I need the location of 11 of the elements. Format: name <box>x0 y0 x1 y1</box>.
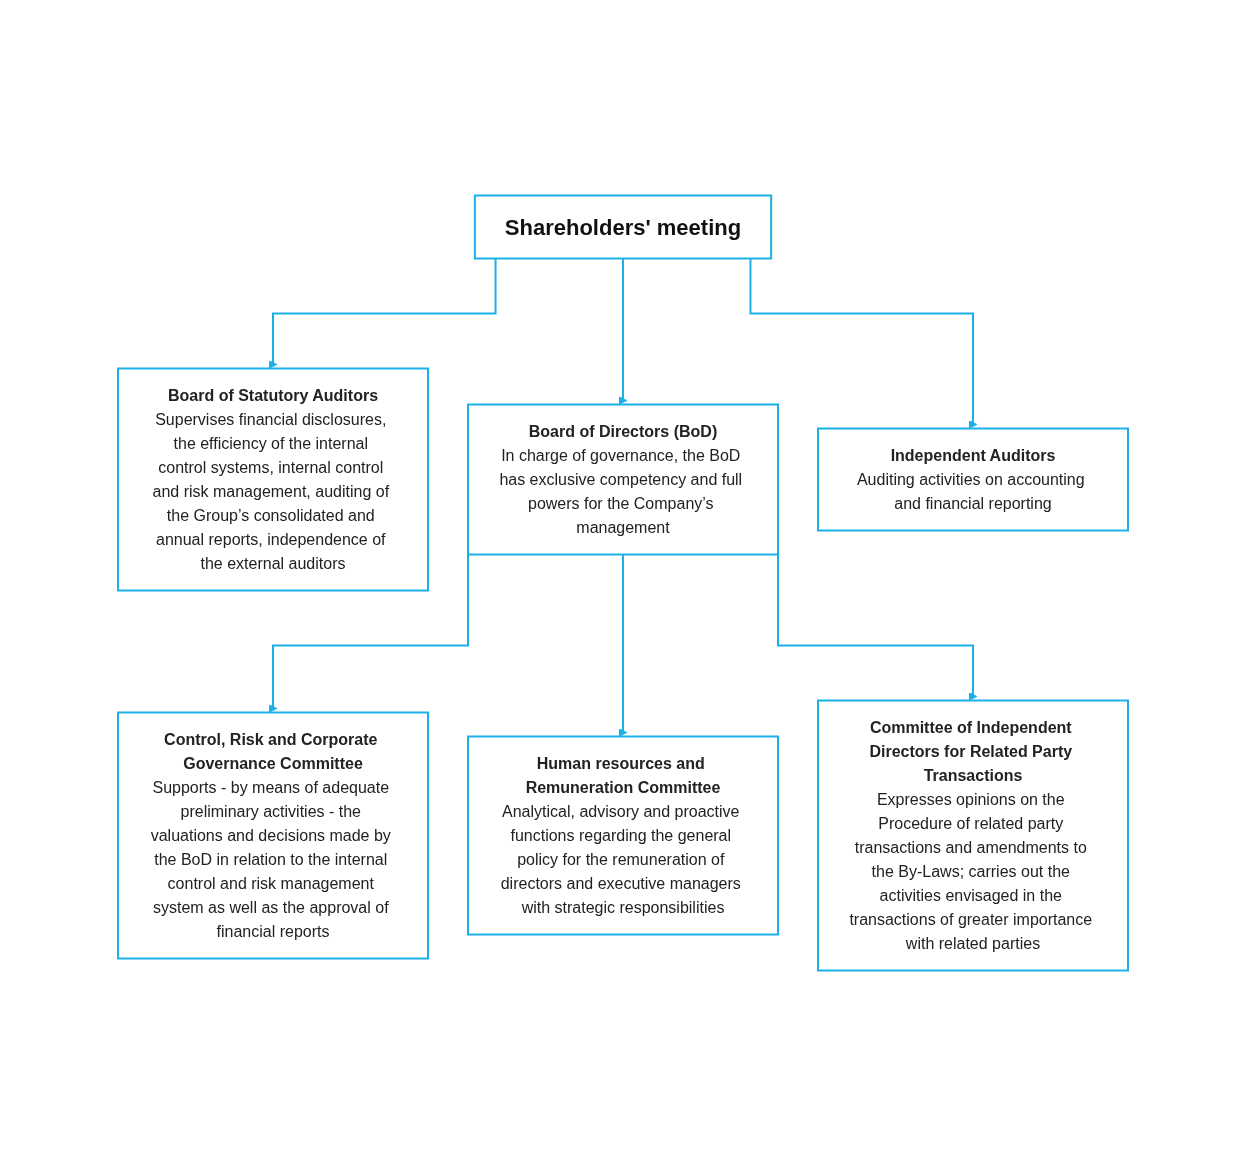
node-box: Shareholders' meeting <box>473 194 772 260</box>
node-box: Human resources and Remuneration Committee Analytical, advisory and proactive functions regarding the general policy for the remuneration of directors and executive managers with strategic responsibilities <box>466 735 779 936</box>
node-box: Committee of Independent Directors for Related Party Transactions Expresses opinions on the Procedure of related party transactions and amendments to the By-Laws; carries out the activities envisaged in the transactions of greater importance with related parties <box>816 699 1129 972</box>
node-box: Control, Risk and Corporate Governance Committee Supports - by means of adequate preliminary activities - the valuations and decisions made by the BoD in relation to the internal control and risk management system as well as the approval of financial reports <box>116 711 429 960</box>
arrow <box>618 257 627 405</box>
node-box: Independent Auditors Auditing activities on accounting and financial reporting <box>816 427 1129 532</box>
arrow <box>268 257 497 369</box>
arrow <box>748 257 977 429</box>
node-box: Board of Statutory Auditors Supervises financial disclosures, the efficiency of the internal control systems, internal control and risk management, auditing of the Group’s consolidated and annual reports, independence of the external auditors <box>116 367 429 592</box>
node-box: Board of Directors (BoD) In charge of governance, the BoD has exclusive competency and full powers for the Company’s management <box>466 403 779 556</box>
arrow <box>618 553 627 737</box>
